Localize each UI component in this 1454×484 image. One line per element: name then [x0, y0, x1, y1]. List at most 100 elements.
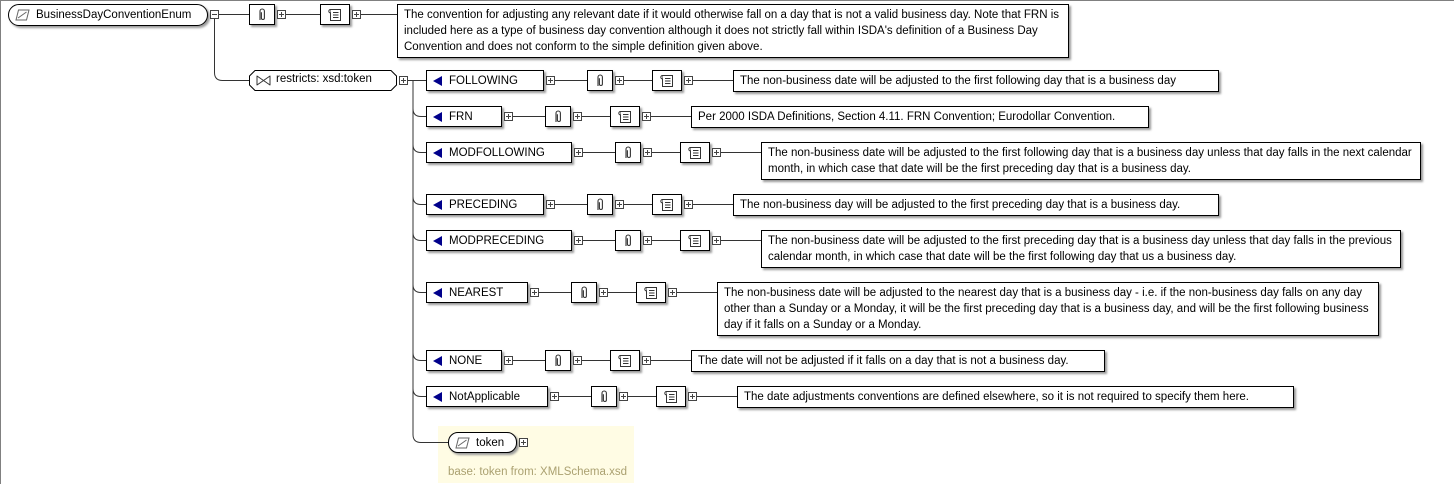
base-type-panel: token base: token from: XMLSchema.xsd	[438, 426, 634, 483]
attributes-node[interactable]	[587, 70, 613, 91]
annotation-node[interactable]	[320, 4, 350, 25]
annotation-node[interactable]	[652, 194, 682, 215]
collapse-button[interactable]	[210, 10, 219, 19]
enum-row: MODFOLLOWING The non-business date will …	[426, 142, 1421, 180]
enum-value-node[interactable]: PRECEDING	[426, 194, 544, 215]
scroll-icon	[660, 199, 673, 211]
attributes-node[interactable]	[571, 282, 597, 303]
simple-type-icon	[15, 9, 30, 21]
annotation-node[interactable]	[610, 106, 640, 127]
expand-button[interactable]	[684, 76, 693, 85]
enum-row: MODPRECEDING The non-business date will …	[426, 230, 1401, 268]
expand-button[interactable]	[550, 392, 559, 401]
annotation-node[interactable]	[636, 282, 666, 303]
expand-button[interactable]	[574, 236, 583, 245]
enum-value-node[interactable]: FRN	[426, 106, 502, 127]
enum-row: FRN Per 2000 ISDA Definitions, Section 4…	[426, 106, 1149, 128]
paperclip-icon	[597, 74, 603, 86]
expand-button[interactable]	[712, 148, 721, 157]
documentation-box: The non-business date will be adjusted t…	[761, 142, 1421, 180]
documentation-box: The date adjustments conventions are def…	[737, 386, 1294, 408]
connector-line	[583, 230, 615, 241]
annotation-node[interactable]	[610, 350, 640, 371]
connector-line	[555, 194, 587, 205]
connector-line	[608, 282, 636, 293]
attributes-node[interactable]	[545, 106, 571, 127]
attributes-node[interactable]	[587, 194, 613, 215]
expand-button[interactable]	[573, 356, 582, 365]
expand-button[interactable]	[504, 112, 513, 121]
attributes-node[interactable]	[249, 4, 275, 25]
base-type-node[interactable]: token	[448, 432, 518, 453]
scroll-icon	[328, 9, 341, 21]
expand-button[interactable]	[352, 10, 361, 19]
enum-row: NotApplicable The date adjustments conve…	[426, 386, 1294, 408]
expand-button[interactable]	[599, 288, 608, 297]
expand-button[interactable]	[574, 148, 583, 157]
enum-value-node[interactable]: NONE	[426, 350, 502, 371]
connector-line	[582, 350, 610, 361]
attributes-node[interactable]	[615, 142, 641, 163]
expand-button[interactable]	[573, 112, 582, 121]
connector-line	[539, 282, 571, 293]
expand-button[interactable]	[688, 392, 697, 401]
connector-line	[513, 350, 545, 361]
enum-value-label: FRN	[449, 110, 473, 123]
attributes-node[interactable]	[545, 350, 571, 371]
simple-type-icon	[455, 437, 470, 448]
expand-button[interactable]	[615, 76, 624, 85]
expand-button[interactable]	[530, 288, 539, 297]
enum-value-label: PRECEDING	[449, 198, 518, 211]
scroll-icon	[618, 355, 631, 367]
enum-arrow-icon	[433, 111, 442, 122]
expand-button[interactable]	[399, 76, 408, 85]
enum-value-node[interactable]: NEAREST	[426, 282, 528, 303]
paperclip-icon	[601, 390, 607, 402]
base-type-group: token	[448, 432, 529, 453]
documentation-box: The non-business date will be adjusted t…	[761, 230, 1401, 268]
connector-line	[628, 386, 656, 397]
documentation-box: Per 2000 ISDA Definitions, Section 4.11.…	[691, 106, 1149, 128]
expand-button[interactable]	[504, 356, 513, 365]
enum-value-node[interactable]: MODPRECEDING	[426, 230, 572, 251]
expand-button[interactable]	[546, 76, 555, 85]
connector-line	[721, 142, 761, 153]
expand-button[interactable]	[643, 148, 652, 157]
expand-button[interactable]	[619, 392, 628, 401]
paperclip-icon	[555, 354, 561, 366]
paperclip-icon	[259, 8, 265, 20]
connector-line	[652, 230, 680, 241]
expand-button[interactable]	[277, 10, 286, 19]
attributes-node[interactable]	[615, 230, 641, 251]
expand-button[interactable]	[712, 236, 721, 245]
enum-value-node[interactable]: MODFOLLOWING	[426, 142, 572, 163]
expand-button[interactable]	[546, 200, 555, 209]
documentation-box: The non-business date will be adjusted t…	[733, 70, 1219, 92]
connector-line	[693, 70, 733, 81]
enum-row: NEAREST The non-business date will be ad…	[426, 282, 1379, 336]
expand-button[interactable]	[668, 288, 677, 297]
expand-button[interactable]	[684, 200, 693, 209]
expand-button[interactable]	[615, 200, 624, 209]
annotation-node[interactable]	[680, 230, 710, 251]
root-row: BusinessDayConventionEnum The convention…	[8, 4, 1069, 58]
expand-button[interactable]	[519, 438, 529, 447]
annotation-node[interactable]	[656, 386, 686, 407]
enum-value-node[interactable]: NotApplicable	[426, 386, 548, 407]
expand-button[interactable]	[642, 112, 651, 121]
annotation-node[interactable]	[652, 70, 682, 91]
annotation-node[interactable]	[680, 142, 710, 163]
connector-line	[219, 4, 249, 15]
paperclip-icon	[555, 110, 561, 122]
enum-value-node[interactable]: FOLLOWING	[426, 70, 544, 91]
enum-arrow-icon	[433, 235, 442, 246]
scroll-icon	[660, 75, 673, 87]
expand-button[interactable]	[643, 236, 652, 245]
attributes-node[interactable]	[591, 386, 617, 407]
restriction-node[interactable]: restricts: xsd:token	[249, 70, 397, 91]
restriction-icon	[256, 75, 271, 86]
connector-line	[697, 386, 737, 397]
connector-line	[693, 194, 733, 205]
expand-button[interactable]	[642, 356, 651, 365]
root-type-node[interactable]: BusinessDayConventionEnum	[8, 4, 208, 26]
